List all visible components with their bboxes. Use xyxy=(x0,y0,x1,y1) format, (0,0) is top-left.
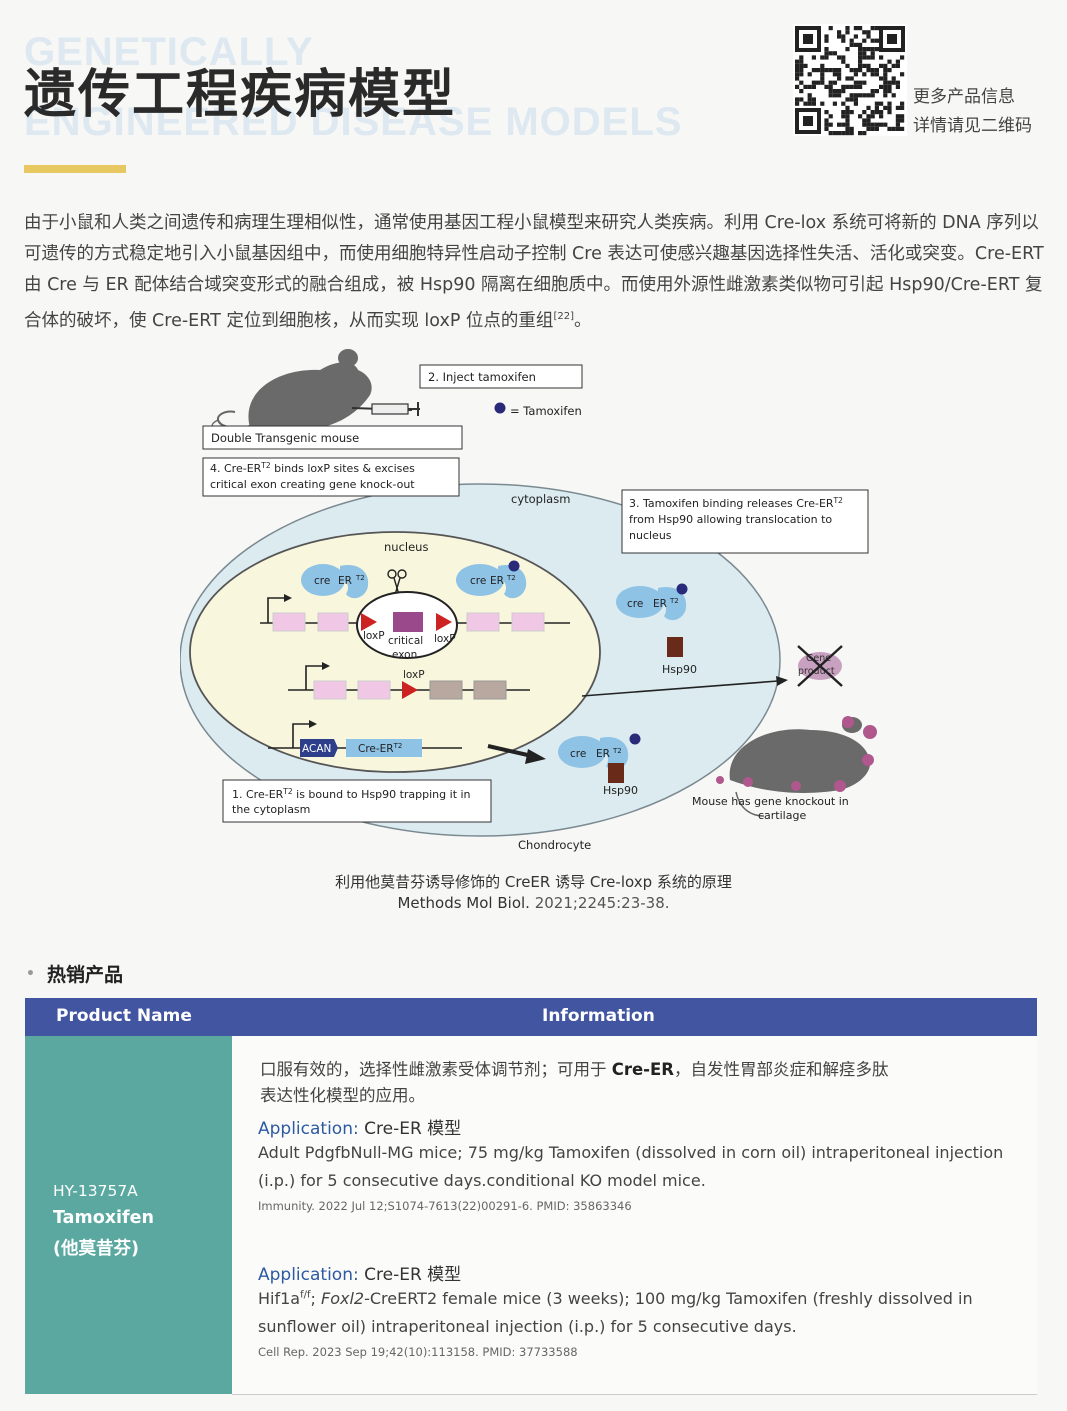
application-2-line-2: sunflower oil) intraperitoneal injection… xyxy=(258,1317,797,1336)
step-1-label-line-2: the cytoplasm xyxy=(232,803,310,816)
bullet-icon: • xyxy=(26,966,35,982)
svg-text:T2: T2 xyxy=(355,574,365,582)
svg-text:loxP: loxP xyxy=(403,669,425,681)
mouse-knockout-label-line-2: cartilage xyxy=(758,809,806,822)
qr-caption-line-1: 更多产品信息 xyxy=(913,87,1015,107)
citation-details: 2021;2245:23-38. xyxy=(529,894,670,912)
cre-er-gene-label: Cre-ERT2 xyxy=(358,742,402,755)
product-name-chinese: (他莫昔芬) xyxy=(53,1239,139,1259)
tamoxifen-legend-label: = Tamoxifen xyxy=(510,404,582,418)
svg-text:ER: ER xyxy=(596,748,610,760)
svg-text:T2: T2 xyxy=(669,597,679,605)
cytoplasm-label: cytoplasm xyxy=(511,492,570,506)
gene-construct-1: loxP critical loxP exon xyxy=(260,591,570,661)
citation-journal: Methods Mol Biol. xyxy=(397,894,530,912)
svg-text:ER: ER xyxy=(338,575,352,587)
diagram-caption: 利用他莫昔芬诱导修饰的 CreER 诱导 Cre-loxp 系统的原理 xyxy=(335,873,732,891)
step-1-label-line-1: 1. Cre-ERT2 is bound to Hsp90 trapping i… xyxy=(232,787,471,801)
application-1-line-2: (i.p.) for 5 consecutive days.conditiona… xyxy=(258,1171,706,1190)
nucleus-label: nucleus xyxy=(384,540,428,554)
hsp90-lower xyxy=(608,763,624,783)
mouse-knockout-label-line-1: Mouse has gene knockout in xyxy=(692,795,849,808)
cre-er-complex-nucleus-right: cre ER T2 xyxy=(456,560,527,599)
hsp90-upper-label: Hsp90 xyxy=(662,663,697,676)
hsp90-lower-label: Hsp90 xyxy=(603,784,638,797)
cre-er-mechanism-diagram: 2. Inject tamoxifen = Tamoxifen Double T… xyxy=(179,340,900,860)
column-header-information: Information xyxy=(542,1006,655,1026)
svg-text:cre: cre xyxy=(570,748,586,760)
application-1-reference: Immunity. 2022 Jul 12;S1074-7613(22)0029… xyxy=(258,1199,632,1213)
step-2-label: 2. Inject tamoxifen xyxy=(428,370,536,384)
qr-caption-line-2: 详情请见二维码 xyxy=(913,116,1032,136)
svg-text:cre: cre xyxy=(470,575,486,587)
product-cell: HY-13757A Tamoxifen (他莫昔芬) xyxy=(25,1036,232,1394)
information-cell: 口服有效的，选择性雌激素受体调节剂；可用于 Cre-ER，自发性胃部炎症和解痉多… xyxy=(232,1036,1037,1395)
svg-text:critical: critical xyxy=(388,635,423,647)
svg-text:loxP: loxP xyxy=(434,633,456,645)
product-description-line-2: 表达性化模型的应用。 xyxy=(260,1086,425,1105)
application-2-heading: Application: Cre-ER 模型 xyxy=(258,1265,462,1285)
mouse-top-icon xyxy=(211,349,372,431)
application-2-line-1: Hif1af/f; Foxl2-CreERT2 female mice (3 w… xyxy=(258,1289,973,1308)
syringe-icon xyxy=(351,402,420,416)
application-2-reference: Cell Rep. 2023 Sep 19;42(10):113158. PMI… xyxy=(258,1345,578,1359)
product-catalog-number: HY-13757A xyxy=(53,1182,138,1200)
svg-text:ER: ER xyxy=(490,575,504,587)
intro-reference: [22] xyxy=(553,311,574,322)
tamoxifen-legend-dot xyxy=(494,402,506,414)
accent-bar xyxy=(24,165,126,173)
svg-text:Gene: Gene xyxy=(806,653,831,664)
table-header: Product Name Information xyxy=(25,998,1037,1036)
mouse-knockout-icon xyxy=(716,716,877,817)
svg-text:exon: exon xyxy=(392,649,417,661)
product-description-line-1: 口服有效的，选择性雌激素受体调节剂；可用于 Cre-ER，自发性胃部炎症和解痉多… xyxy=(260,1060,889,1079)
step-4-label-line-1: 4. Cre-ERT2 binds loxP sites & excises xyxy=(210,461,415,475)
application-1-heading: Application: Cre-ER 模型 xyxy=(258,1119,462,1139)
product-table: Product Name Information HY-13757A Tamox… xyxy=(25,998,1037,1395)
chondrocyte-label: Chondrocyte xyxy=(518,838,591,852)
product-name: Tamoxifen xyxy=(53,1208,154,1228)
svg-text:loxP: loxP xyxy=(363,630,385,642)
cre-er-complex-nucleus-left: cre ER T2 xyxy=(301,564,369,599)
acan-label: ACAN xyxy=(302,743,331,755)
cre-er-complex-cytoplasm-upper: cre ER T2 xyxy=(616,583,688,621)
gene-construct-3: ACAN Cre-ERT2 xyxy=(268,720,462,757)
intro-text: 由于小鼠和人类之间遗传和病理生理相似性，通常使用基因工程小鼠模型来研究人类疾病。… xyxy=(24,213,1044,331)
svg-text:product: product xyxy=(798,666,835,677)
svg-text:cre: cre xyxy=(627,598,643,610)
application-1-line-1: Adult PdgfbNull-MG mice; 75 mg/kg Tamoxi… xyxy=(258,1143,1004,1162)
diagram-citation: Methods Mol Biol. 2021;2245:23-38. xyxy=(0,894,1067,912)
hot-products-title: 热销产品 xyxy=(46,964,123,986)
gene-construct-2: loxP xyxy=(288,662,530,700)
qr-code-icon xyxy=(793,24,907,136)
svg-text:T2: T2 xyxy=(612,747,622,755)
double-transgenic-label: Double Transgenic mouse xyxy=(211,431,359,445)
step-3-label-line-2: from Hsp90 allowing translocation to xyxy=(629,513,832,526)
step-4-label-line-2: critical exon creating gene knock-out xyxy=(210,478,415,491)
background-title-line-1: GENETICALLY xyxy=(24,30,314,74)
intro-paragraph: 由于小鼠和人类之间遗传和病理生理相似性，通常使用基因工程小鼠模型来研究人类疾病。… xyxy=(24,208,1049,337)
step-3-label-line-1: 3. Tamoxifen binding releases Cre-ERT2 xyxy=(629,496,843,510)
svg-text:ER: ER xyxy=(653,598,667,610)
svg-text:cre: cre xyxy=(314,575,330,587)
cre-er-complex-cytoplasm-lower: cre ER T2 xyxy=(558,733,641,771)
step-3-label-line-3: nucleus xyxy=(629,529,672,542)
gene-product-crossed-icon: Gene product xyxy=(797,645,843,687)
column-header-product: Product Name xyxy=(56,1006,192,1026)
intro-end: 。 xyxy=(573,310,592,331)
hot-products-heading: • 热销产品 xyxy=(26,960,123,987)
hsp90-upper xyxy=(667,637,683,657)
svg-text:T2: T2 xyxy=(506,574,516,582)
page-title: 遗传工程疾病模型 xyxy=(24,65,457,125)
background-title-line-2: ENGINEERED DISEASE MODELS xyxy=(24,100,683,144)
